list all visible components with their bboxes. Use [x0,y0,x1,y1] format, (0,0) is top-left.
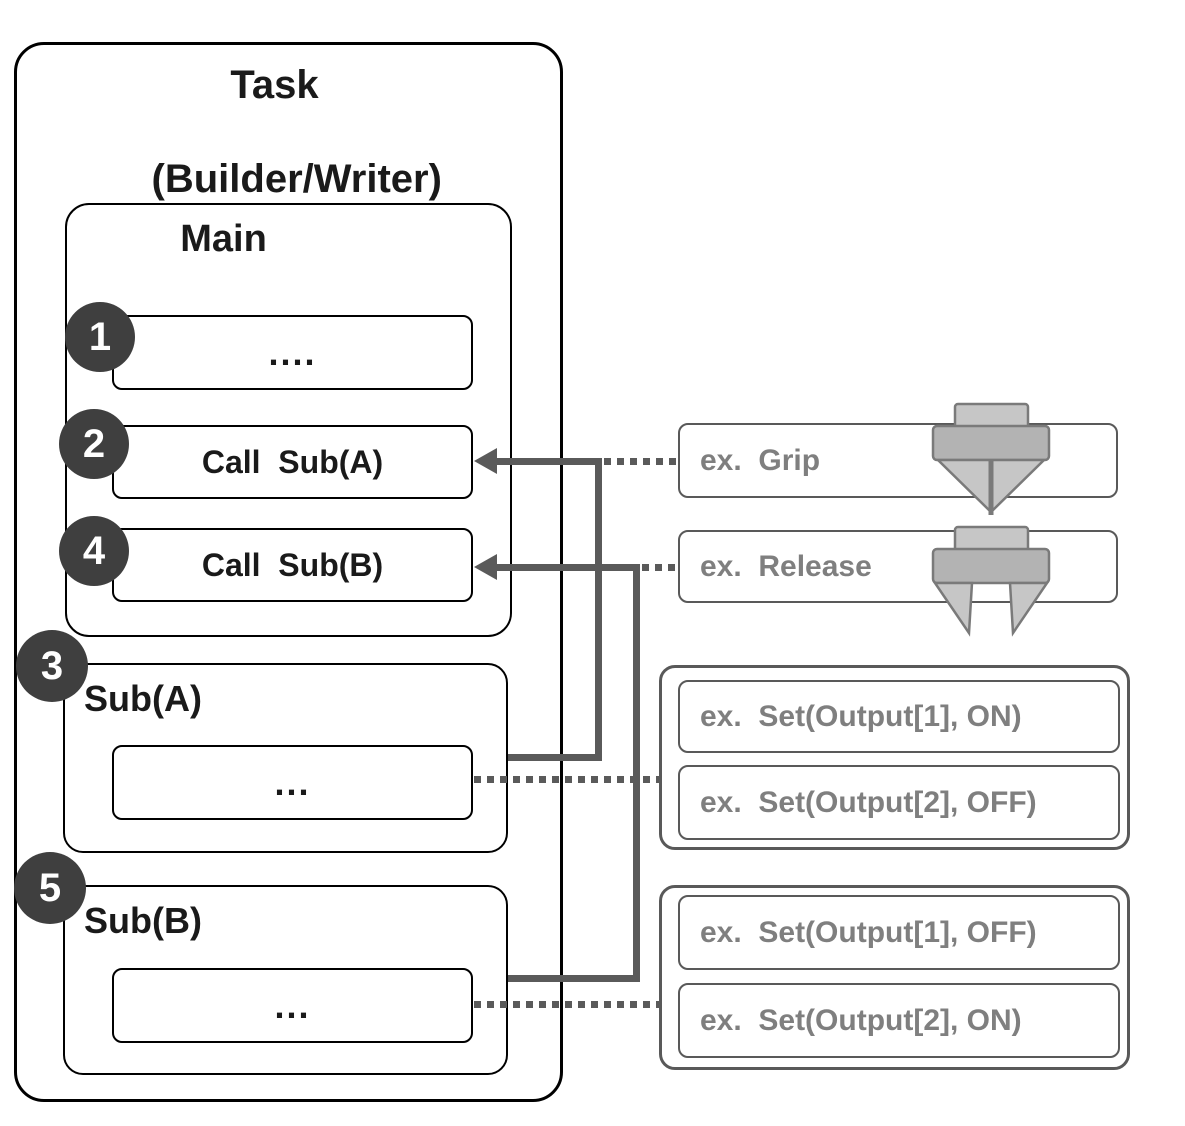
call-a-line-vertical [595,458,602,761]
sub-a-example-1-label: ex. Set(Output[1], ON) [700,699,1022,733]
step-badge-5: 5 [14,852,86,924]
gripper-closed-icon [928,400,1058,525]
release-example-label: ex. Release [700,549,872,583]
gripper-open-icon [928,523,1058,646]
call-b-line-top [494,564,640,571]
call-b-line-bottom [508,975,640,982]
step-badge-1: 1 [65,302,135,372]
sub-b-example-2-box: ex. Set(Output[2], ON) [678,983,1120,1058]
main-step-2-label: Call Sub(A) [201,443,384,480]
sub-b-example-2-label: ex. Set(Output[2], ON) [700,1003,1022,1037]
grip-example-label: ex. Grip [700,443,821,477]
main-step-3-label: Call Sub(B) [201,546,384,583]
call-b-arrowhead [474,554,497,580]
sub-a-dotted-link [474,776,659,783]
sub-a-example-2-box: ex. Set(Output[2], OFF) [678,765,1120,840]
main-title: Main [180,218,267,260]
step-badge-4: 4 [59,516,129,586]
main-step-1-box: .... [112,315,473,390]
sub-b-example-1-label: ex. Set(Output[1], OFF) [700,915,1037,949]
grip-dotted-link [604,458,678,465]
main-step-3-box: Call Sub(B) [112,528,473,602]
sub-b-title: Sub(B) [84,900,202,941]
step-badge-2: 2 [59,409,129,479]
call-b-line-vertical [633,564,640,982]
task-title-line1: Task [230,63,319,107]
sub-b-body-label: ... [274,984,311,1026]
main-step-1-label: .... [268,331,317,373]
sub-a-body-label: ... [274,761,311,803]
task-title: Task (Builder/Writer) [0,62,549,203]
sub-a-example-2-label: ex. Set(Output[2], OFF) [700,785,1037,819]
sub-b-example-1-box: ex. Set(Output[1], OFF) [678,895,1120,970]
sub-a-body-box: ... [112,745,473,820]
release-dotted-link [642,564,678,571]
sub-b-body-box: ... [112,968,473,1043]
sub-b-dotted-link [474,1001,659,1008]
task-title-line2: (Builder/Writer) [151,157,442,201]
step-badge-3: 3 [16,630,88,702]
call-a-line-bottom [508,754,602,761]
main-step-2-box: Call Sub(A) [112,425,473,499]
call-a-line-top [494,458,602,465]
call-a-arrowhead [474,448,497,474]
sub-a-example-1-box: ex. Set(Output[1], ON) [678,680,1120,753]
sub-a-title: Sub(A) [84,678,202,719]
